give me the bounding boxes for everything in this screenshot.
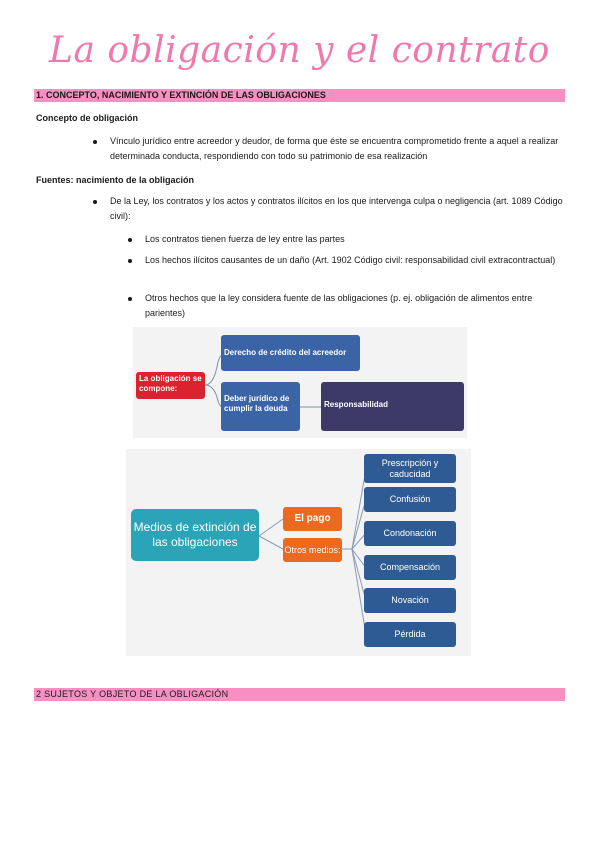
extincion-item: Condonación [364, 521, 456, 546]
credito-node: Derecho de crédito del acreedor [221, 335, 360, 371]
fuentes-bullet: De la Ley, los contratos y los actos y c… [93, 194, 565, 224]
diagram-connectors [258, 468, 367, 636]
fuentes-sub-bullet: Otros hechos que la ley considera fuente… [128, 291, 565, 321]
bullet-dot [93, 140, 97, 144]
bullet-dot [128, 259, 132, 263]
extincion-item: Compensación [364, 555, 456, 580]
extincion-item: Prescripción y caducidad [364, 454, 456, 483]
section-heading-bar: 1. CONCEPTO, NACIMIENTO Y EXTINCIÓN DE L… [34, 89, 565, 102]
fuentes-heading: Fuentes: nacimiento de la obligación [36, 175, 195, 185]
bullet-dot [93, 200, 97, 204]
extincion-item: Novación [364, 588, 456, 613]
responsabilidad-node: Responsabilidad [321, 382, 464, 431]
bullet-dot [128, 297, 132, 301]
extincion-diagram: Medios de extinción de las obligaciones … [126, 449, 471, 656]
extincion-item: Confusión [364, 487, 456, 512]
fuentes-sub-text: Los contratos tienen fuerza de ley entre… [145, 234, 345, 244]
concepto-bullet-text: Vínculo jurídico entre acreedor y deudor… [110, 136, 559, 161]
document-title: La obligación y el contrato [49, 30, 550, 71]
extincion-item: Pérdida [364, 622, 456, 647]
fuentes-sub-bullet: Los hechos ilícitos causantes de un daño… [128, 253, 565, 268]
otros-medios-node: Otros medios: [283, 538, 342, 562]
obligacion-diagram: La obligación se compone: Derecho de cré… [133, 327, 467, 438]
bullet-dot [128, 238, 132, 242]
section-heading-2: 2 SUJETOS Y OBJETO DE LA OBLIGACIÓN [36, 689, 229, 699]
deber-node: Deber jurídico de cumplir la deuda [221, 382, 300, 431]
concepto-heading: Concepto de obligación [36, 113, 139, 123]
extincion-root-node: Medios de extinción de las obligaciones [131, 509, 259, 561]
obligacion-root-node: La obligación se compone: [136, 372, 205, 399]
section-heading-1: 1. CONCEPTO, NACIMIENTO Y EXTINCIÓN DE L… [36, 90, 326, 100]
fuentes-sub-text: Otros hechos que la ley considera fuente… [145, 293, 533, 318]
fuentes-sub-bullet: Los contratos tienen fuerza de ley entre… [128, 232, 565, 247]
section-heading-bar: 2 SUJETOS Y OBJETO DE LA OBLIGACIÓN [34, 688, 565, 701]
fuentes-bullet-text: De la Ley, los contratos y los actos y c… [110, 196, 563, 221]
fuentes-sub-text: Los hechos ilícitos causantes de un daño… [145, 255, 556, 265]
diagram-connectors [204, 354, 321, 408]
concepto-bullet: Vínculo jurídico entre acreedor y deudor… [93, 134, 565, 164]
pago-node: El pago [283, 507, 342, 531]
